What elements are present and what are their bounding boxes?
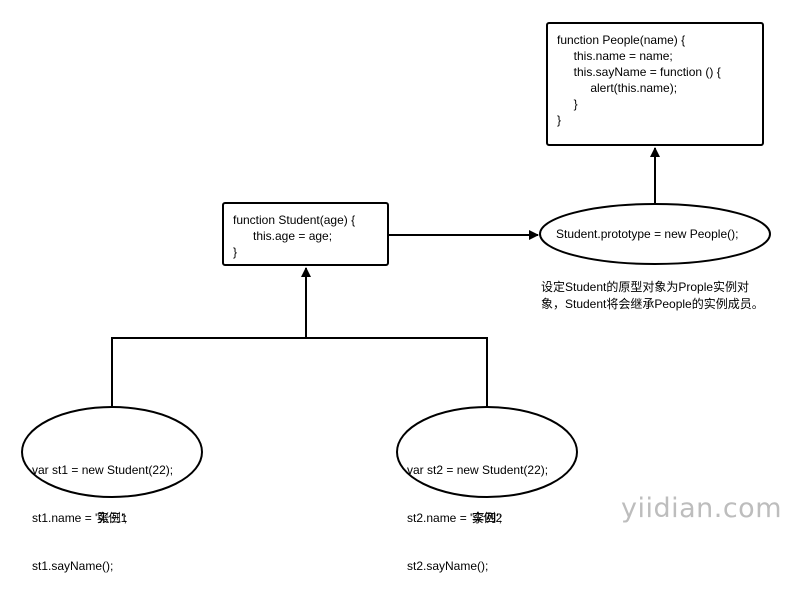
instance2-label: 实例2 — [471, 511, 503, 525]
diagram-connectors — [21, 147, 771, 498]
explanation-note: 设定Student的原型对象为Prople实例对 象，Student将会继承Pe… — [541, 279, 764, 313]
watermark-text: yiidian.com — [620, 493, 782, 524]
connector-instance1 — [111, 337, 306, 407]
note-line-2: 象，Student将会继承People的实例成员。 — [541, 297, 764, 311]
code-line: st1.name = '张三'; — [32, 511, 127, 525]
code-line: alert(this.name); — [557, 81, 678, 95]
code-line: } — [557, 113, 562, 127]
connector-instance2 — [306, 337, 488, 407]
prototype-ellipse — [539, 203, 771, 265]
code-line: function Student(age) { — [233, 213, 356, 227]
instance1-label: 实例1 — [96, 511, 128, 525]
code-line: this.sayName = function () { — [557, 65, 721, 79]
code-line: st2.sayName(); — [407, 559, 489, 573]
code-line: this.name = name; — [557, 49, 673, 63]
code-line: } — [233, 245, 238, 259]
code-line: var st1 = new Student(22); — [32, 463, 174, 477]
code-line: } — [557, 97, 578, 111]
student-constructor-box: function Student(age) { this.age = age; … — [222, 202, 389, 266]
note-line-1: 设定Student的原型对象为Prople实例对 — [541, 280, 750, 294]
code-line: st2.name = '李四'; — [407, 511, 502, 525]
code-line: function People(name) { — [557, 33, 686, 47]
people-constructor-box: function People(name) { this.name = name… — [546, 22, 764, 146]
instance1-ellipse — [21, 406, 203, 498]
code-line: this.age = age; — [233, 229, 333, 243]
prototype-assignment-text: Student.prototype = new People(); — [556, 227, 739, 241]
code-line: st1.sayName(); — [32, 559, 114, 573]
instance2-ellipse — [396, 406, 578, 498]
code-line: var st2 = new Student(22); — [407, 463, 549, 477]
